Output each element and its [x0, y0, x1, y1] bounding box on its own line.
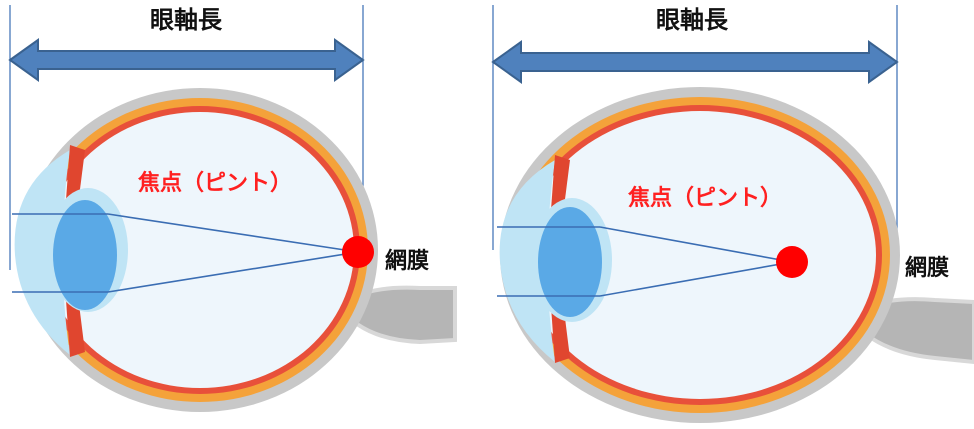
iris-upper — [551, 155, 570, 215]
lens — [538, 207, 602, 317]
focus-label: 焦点（ピント） — [627, 185, 782, 211]
lens — [53, 200, 117, 310]
iris-lower — [551, 302, 570, 363]
ray-bottom-refracted — [107, 251, 359, 293]
ray-top-refracted — [107, 213, 359, 253]
axial-length-arrow — [8, 38, 365, 82]
vitreous-body — [46, 112, 354, 388]
axial-length-label: 眼軸長 — [150, 6, 223, 34]
panel-normal-eye: 眼軸長 焦点（ピント） 網膜 — [8, 5, 457, 412]
focus-point — [776, 246, 808, 278]
ray-bottom-refracted — [599, 261, 793, 297]
ray-top-refracted — [599, 226, 793, 263]
focus-point — [342, 236, 374, 268]
iris-upper — [66, 145, 85, 205]
axial-length-arrow — [491, 40, 899, 84]
retina-label: 網膜 — [385, 248, 429, 274]
cornea — [499, 160, 555, 362]
focus-label: 焦点（ピント） — [137, 170, 292, 196]
retina-label: 網膜 — [905, 255, 949, 281]
panel-long-eye: 眼軸長 焦点（ピント） 網膜 — [491, 5, 974, 423]
cornea — [14, 150, 70, 355]
axial-length-label: 眼軸長 — [656, 6, 729, 34]
vitreous-body — [524, 111, 876, 399]
iris-lower — [66, 296, 85, 357]
